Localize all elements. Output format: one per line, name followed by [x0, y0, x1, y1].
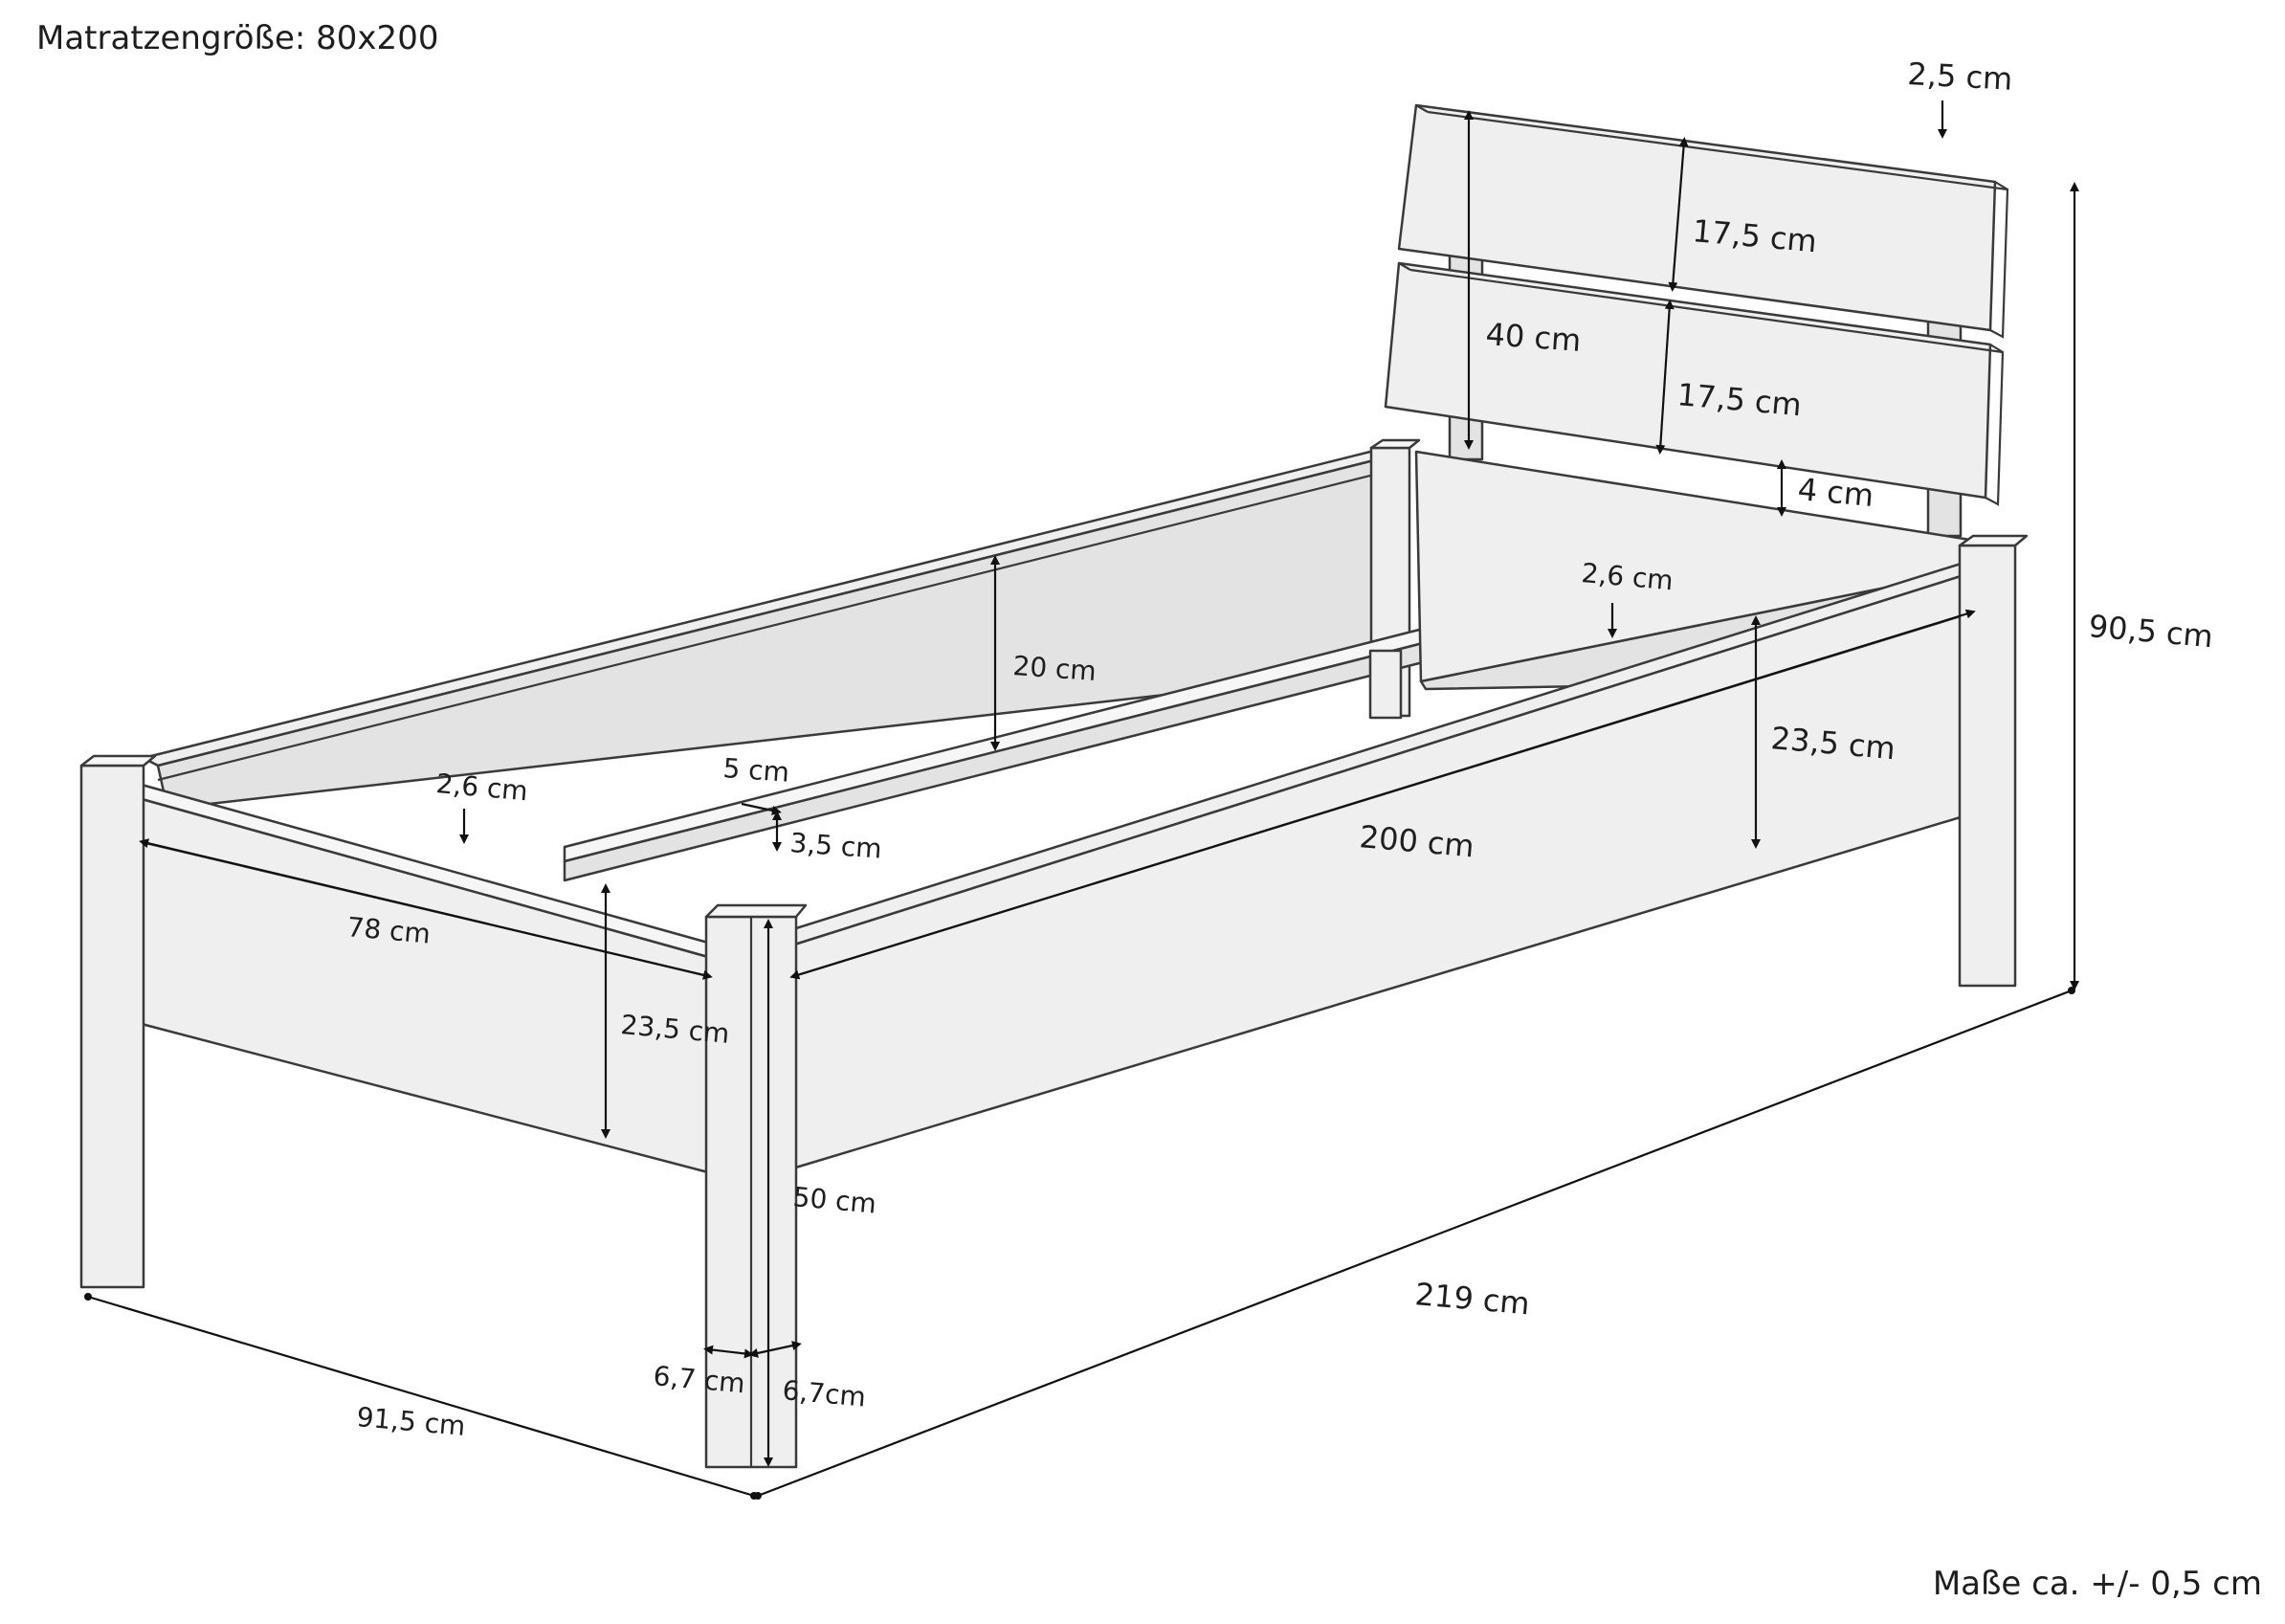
- tolerance-note: Maße ca. +/- 0,5 cm: [1932, 1565, 2262, 1603]
- label-total-width: 91,5 cm: [355, 1401, 466, 1442]
- label-leg-depth: 6,7cm: [781, 1374, 867, 1413]
- dimension-lines: [84, 100, 2079, 1500]
- label-total-height: 90,5 cm: [2087, 608, 2214, 655]
- label-rail-thickness-left: 2,6 cm: [434, 768, 529, 807]
- label-leg-height: 50 cm: [791, 1181, 877, 1219]
- mattress-size-title: Matratzengröße: 80x200: [36, 19, 439, 57]
- label-headboard-height: 40 cm: [1484, 316, 1582, 359]
- label-slat-ledge-width: 5 cm: [722, 752, 791, 789]
- label-slat-ledge-height: 3,5 cm: [789, 827, 883, 865]
- headboard: [1384, 103, 2009, 538]
- label-side-rail-height: 20 cm: [1012, 650, 1098, 687]
- label-leg-width: 6,7 cm: [652, 1360, 746, 1399]
- label-board-gap: 4 cm: [1796, 471, 1875, 514]
- leg-foot-left: [79, 764, 145, 1289]
- label-total-length: 219 cm: [1413, 1276, 1531, 1322]
- leg-head-right: [1958, 544, 2017, 988]
- label-inner-width: 78 cm: [345, 911, 432, 949]
- label-headboard-thickness: 2,5 cm: [1907, 56, 2014, 98]
